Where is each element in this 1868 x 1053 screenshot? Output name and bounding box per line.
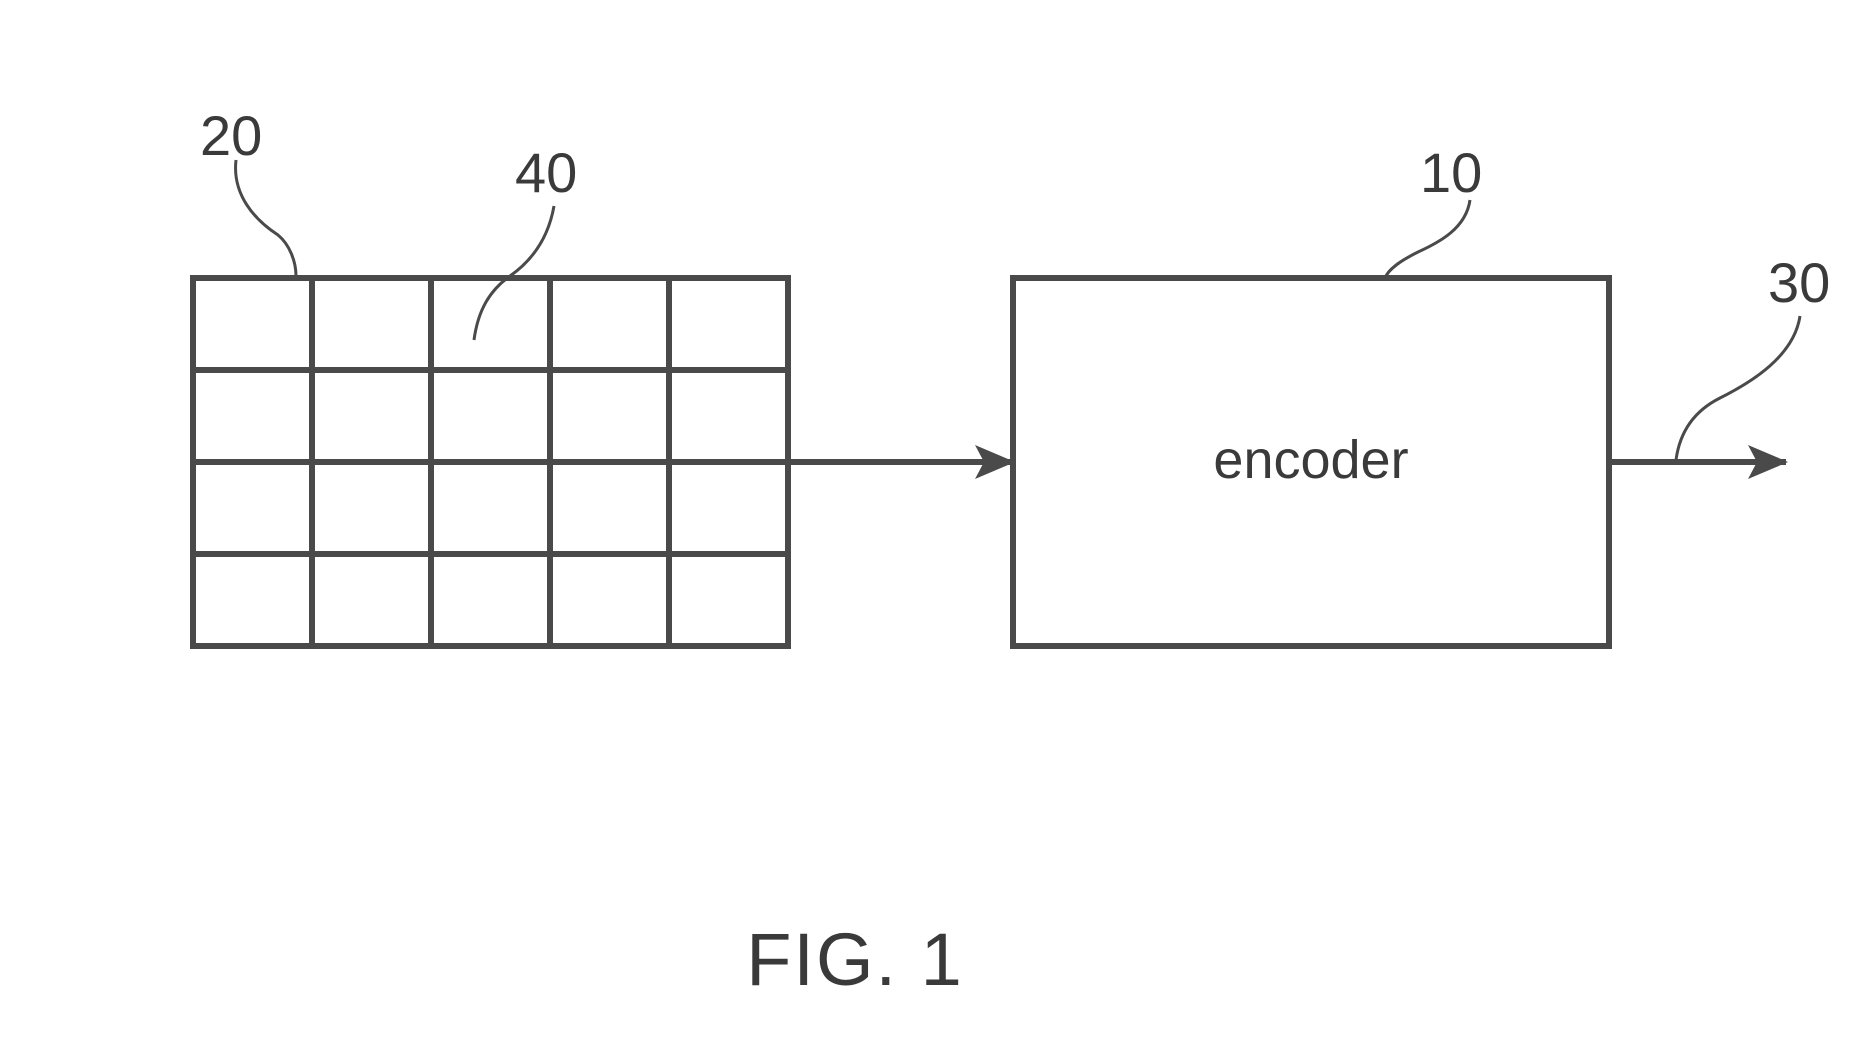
leader-line-30 bbox=[1676, 316, 1800, 460]
leader-line-20 bbox=[236, 160, 296, 276]
ref-numeral-40: 40 bbox=[515, 141, 577, 204]
ref-numeral-10: 10 bbox=[1420, 141, 1482, 204]
ref-numeral-20: 20 bbox=[200, 104, 262, 167]
leader-line-10 bbox=[1385, 200, 1470, 278]
picture-grid bbox=[193, 278, 788, 646]
ref-numeral-30: 30 bbox=[1768, 251, 1830, 314]
encoder-label: encoder bbox=[1213, 430, 1408, 490]
leader-line-40 bbox=[474, 206, 554, 340]
figure-caption: FIG. 1 bbox=[746, 918, 964, 1001]
